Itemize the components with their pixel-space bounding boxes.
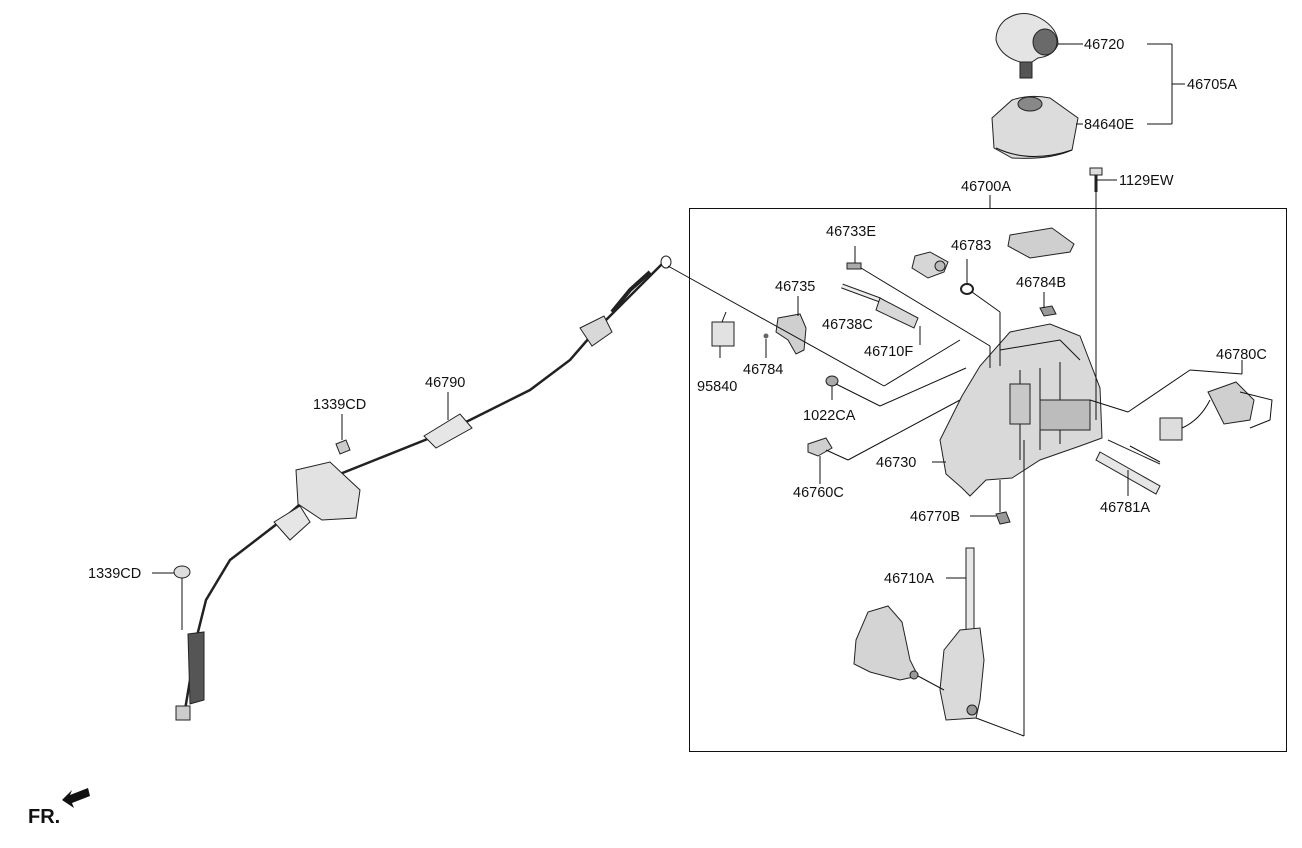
label-46710F: 46710F xyxy=(864,344,913,360)
label-46730: 46730 xyxy=(876,455,916,471)
pin-46733E-part xyxy=(846,262,862,270)
front-arrow-icon xyxy=(62,788,90,808)
top-cover-part xyxy=(1007,227,1075,259)
front-label: FR. xyxy=(28,806,60,828)
label-46760C: 46760C xyxy=(793,485,844,501)
detent-bracket-part xyxy=(853,605,919,681)
label-1339CD-upper: 1339CD xyxy=(313,397,366,413)
label-46781A: 46781A xyxy=(1100,500,1150,516)
part-46760C xyxy=(807,437,833,457)
label-46790: 46790 xyxy=(425,375,465,391)
front-direction-marker: FR. xyxy=(28,788,90,828)
pin-46738C-part xyxy=(841,283,881,303)
label-46705A: 46705A xyxy=(1187,77,1237,93)
assembly-frame-46700A xyxy=(689,208,1287,752)
leader-lines xyxy=(152,43,1243,737)
lever-46710A-part xyxy=(939,547,985,721)
nut-1339CD-lower-part xyxy=(173,565,191,579)
clip-46783-part xyxy=(911,251,974,295)
part-labels: 46720 46705A 84640E 1129EW 46700A 46733E… xyxy=(88,37,1267,587)
label-46770B: 46770B xyxy=(910,509,960,525)
label-1339CD-lower: 1339CD xyxy=(88,566,141,582)
nut-1339CD-upper-part xyxy=(335,439,351,455)
label-1022CA: 1022CA xyxy=(803,408,856,424)
ball-46784-part xyxy=(763,333,769,339)
label-1129EW: 1129EW xyxy=(1119,173,1174,189)
label-46784: 46784 xyxy=(743,362,783,378)
label-95840: 95840 xyxy=(697,379,737,395)
harness-46780C-part xyxy=(1159,381,1273,441)
sleeve-46710F-part xyxy=(875,297,919,329)
label-46720: 46720 xyxy=(1084,37,1124,53)
label-46733E: 46733E xyxy=(826,224,876,240)
label-46700A: 46700A xyxy=(961,179,1011,195)
part-46770B xyxy=(995,511,1011,525)
label-84640E: 84640E xyxy=(1084,117,1134,133)
label-46735: 46735 xyxy=(775,279,815,295)
shift-boot-part xyxy=(991,95,1079,159)
label-46780C: 46780C xyxy=(1216,347,1267,363)
bolt-1129EW-part xyxy=(1089,167,1103,192)
housing-46730-part xyxy=(939,323,1103,497)
label-46783: 46783 xyxy=(951,238,991,254)
label-46738C: 46738C xyxy=(822,317,873,333)
label-46710A: 46710A xyxy=(884,571,934,587)
shift-cable-46790-part xyxy=(175,255,672,721)
clip-46784B-part xyxy=(1039,305,1057,317)
shift-knob-part xyxy=(995,13,1059,79)
label-46784B: 46784B xyxy=(1016,275,1066,291)
switch-95840-part xyxy=(711,311,735,347)
